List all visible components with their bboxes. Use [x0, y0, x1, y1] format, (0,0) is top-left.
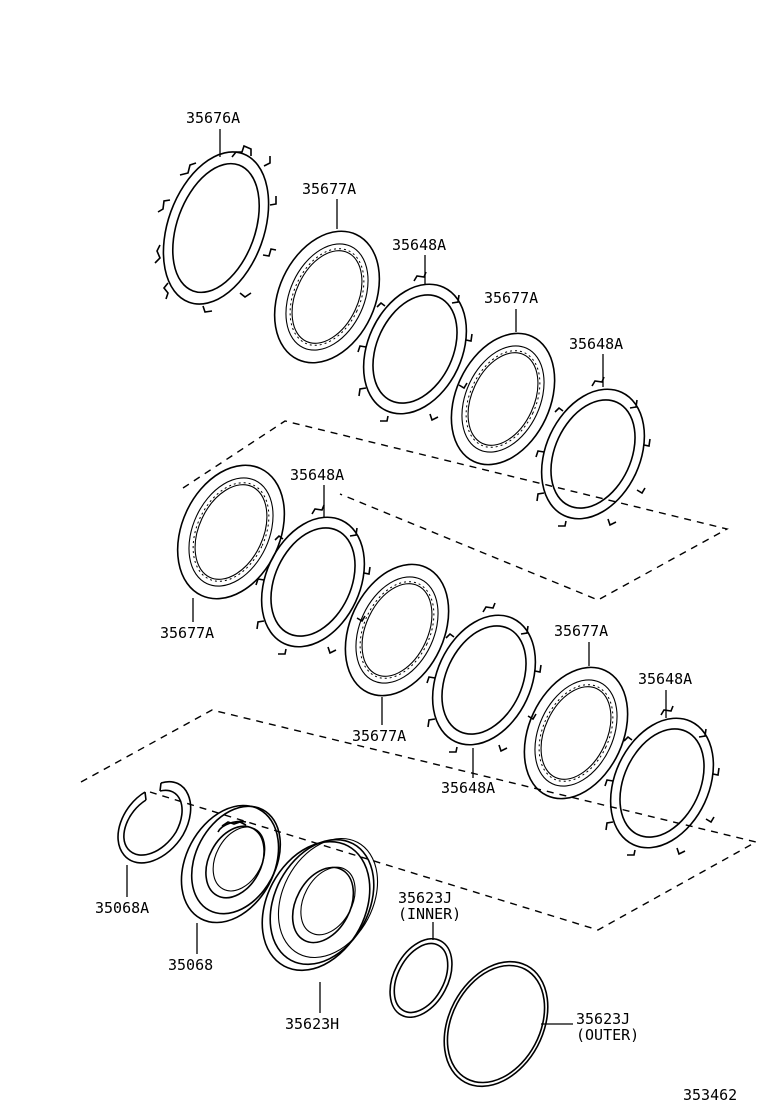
part-35648A-3[interactable] [242, 501, 385, 664]
figure-number: 353462 [683, 1086, 737, 1104]
part-35648A-5[interactable] [591, 702, 734, 865]
label-35068A: 35068A [95, 899, 149, 917]
label-35677A: 35677A [302, 180, 356, 198]
part-35068-retainer[interactable] [162, 789, 298, 940]
label-35623H: 35623H [285, 1015, 339, 1033]
part-35677A-2[interactable] [431, 317, 575, 482]
group-outline-lower [80, 709, 758, 931]
label-35648A: 35648A [290, 466, 344, 484]
label-35068: 35068 [168, 956, 213, 974]
label-35623J-inner: 35623J [398, 889, 452, 907]
part-35677A-3[interactable] [157, 448, 305, 616]
part-35648A-1[interactable] [344, 268, 487, 431]
label-35623J-outer-note: (OUTER) [576, 1026, 639, 1044]
part-35623J-inner-ring[interactable] [377, 928, 464, 1028]
part-35648A-2[interactable] [522, 373, 665, 536]
label-35648A: 35648A [392, 236, 446, 254]
label-35676A: 35676A [186, 109, 240, 127]
part-35623H-piston[interactable] [241, 821, 397, 989]
part-35648A-4[interactable] [413, 599, 556, 762]
label-35677A: 35677A [554, 622, 608, 640]
part-35068A-snap-ring[interactable] [117, 780, 192, 864]
label-35648A: 35648A [569, 335, 623, 353]
label-35677A: 35677A [160, 624, 214, 642]
label-35648A: 35648A [441, 779, 495, 797]
part-35676A[interactable] [144, 137, 288, 318]
leader-lines [126, 129, 667, 1025]
label-35677A: 35677A [484, 289, 538, 307]
part-35677A-4[interactable] [325, 548, 469, 713]
part-35623J-outer-ring[interactable] [424, 944, 569, 1105]
group-outline-upper [182, 420, 729, 601]
part-35677A-5[interactable] [504, 651, 648, 816]
label-35648A: 35648A [638, 670, 692, 688]
label-35677A: 35677A [352, 727, 406, 745]
label-35623J-inner-note: (INNER) [398, 905, 461, 923]
part-35677A-1[interactable] [254, 214, 399, 380]
label-35623J-outer: 35623J [576, 1010, 630, 1028]
